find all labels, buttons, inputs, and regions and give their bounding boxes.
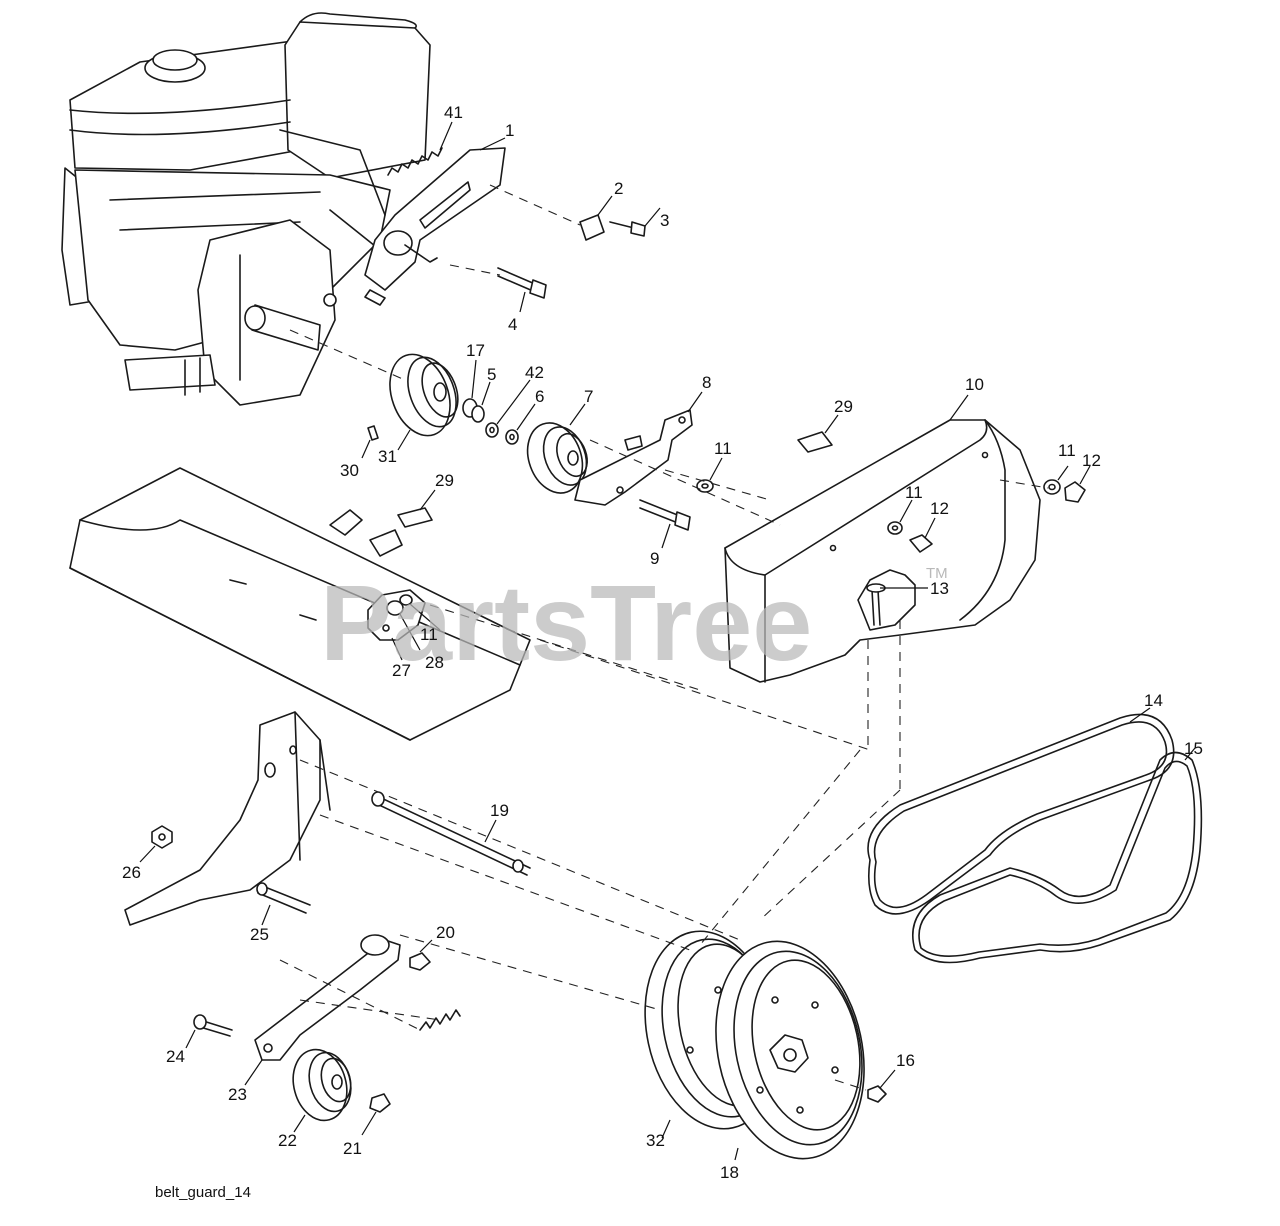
callout-18: 18 <box>720 1163 739 1182</box>
callout-19: 19 <box>490 801 509 820</box>
callout-12a: 12 <box>1082 451 1101 470</box>
callout-29b: 29 <box>435 471 454 490</box>
part-4-bolt <box>497 267 547 313</box>
watermark-trademark: TM <box>926 565 948 582</box>
callout-11d: 11 <box>420 625 438 644</box>
callout-41: 41 <box>444 103 463 122</box>
callout-25: 25 <box>250 925 269 944</box>
part-14-belt <box>867 707 1175 915</box>
part-25-shaft <box>256 882 311 926</box>
part-20-nut <box>409 939 433 971</box>
part-23-idler-arm <box>244 934 401 1086</box>
callout-32: 32 <box>646 1131 665 1150</box>
callout-30: 30 <box>340 461 359 480</box>
callout-7: 7 <box>584 387 593 406</box>
part-31-pulley <box>389 353 459 451</box>
idler-spring <box>419 1009 461 1031</box>
part-21-nut <box>361 1093 391 1136</box>
callout-24: 24 <box>166 1047 185 1066</box>
callout-4: 4 <box>508 315 517 334</box>
callout-3: 3 <box>660 211 669 230</box>
callout-22: 22 <box>278 1131 297 1150</box>
part-11-washer-c <box>1043 465 1069 495</box>
part-9-bolt <box>639 499 691 549</box>
callout-28: 28 <box>425 653 444 672</box>
part-29-decal-b <box>397 489 436 528</box>
part-6-washer <box>505 403 536 445</box>
callout-14: 14 <box>1144 691 1163 710</box>
callout-11a: 11 <box>714 439 732 458</box>
callout-8: 8 <box>702 373 711 392</box>
callout-27: 27 <box>392 661 411 680</box>
callout-31: 31 <box>378 447 397 466</box>
callout-20: 20 <box>436 923 455 942</box>
callout-26: 26 <box>122 863 141 882</box>
callout-11c: 11 <box>1058 441 1076 460</box>
callout-21: 21 <box>343 1139 362 1158</box>
frame <box>124 711 331 926</box>
part-22-pulley <box>292 1048 352 1133</box>
part-12-nut-b <box>1064 465 1091 503</box>
callout-10: 10 <box>965 375 984 394</box>
callout-6: 6 <box>535 387 544 406</box>
callout-2: 2 <box>614 179 623 198</box>
part-7-pulley <box>526 403 588 494</box>
callout-11b: 11 <box>905 483 923 502</box>
assembly-lines <box>279 184 1049 1091</box>
watermark: PartsTree <box>320 562 812 683</box>
part-28-nut <box>386 600 421 651</box>
part-5-washer <box>471 381 491 423</box>
callout-17: 17 <box>466 341 485 360</box>
part-30-key <box>361 425 379 459</box>
callout-12b: 12 <box>930 499 949 518</box>
callout-9: 9 <box>650 549 659 568</box>
engine <box>61 12 431 406</box>
part-3-bolt <box>609 207 661 237</box>
part-12-nut-a <box>909 517 936 553</box>
callout-13: 13 <box>930 579 949 598</box>
part-26-nut <box>139 825 173 863</box>
part-8-bracket <box>574 391 703 506</box>
part-11-washer-b <box>887 499 913 535</box>
part-11-washer-a <box>696 457 723 493</box>
part-29-decal-a <box>797 414 839 453</box>
part-42-washer <box>485 379 531 438</box>
part-11-washer-d <box>399 594 441 631</box>
callout-29a: 29 <box>834 397 853 416</box>
callout-1: 1 <box>505 121 514 140</box>
callouts: 41 1 2 3 4 17 5 42 6 7 8 10 29 11 12 11 … <box>122 103 1203 1182</box>
part-10-belt-guard <box>724 394 1041 683</box>
part-16-clip <box>867 1069 896 1103</box>
tine-shield <box>69 467 531 741</box>
part-1-bracket <box>364 137 506 306</box>
callout-5: 5 <box>487 365 496 384</box>
part-2-clip <box>579 195 613 241</box>
part-13-bolt <box>866 583 928 626</box>
part-41-spring <box>387 121 453 176</box>
part-15-belt <box>911 747 1203 964</box>
part-18-pulley <box>715 940 865 1161</box>
diagram-caption: belt_guard_14 <box>155 1184 251 1201</box>
part-24-bolt <box>185 1014 233 1049</box>
callout-23: 23 <box>228 1085 247 1104</box>
callout-42: 42 <box>525 363 544 382</box>
callout-15: 15 <box>1184 739 1203 758</box>
callout-16: 16 <box>896 1051 915 1070</box>
